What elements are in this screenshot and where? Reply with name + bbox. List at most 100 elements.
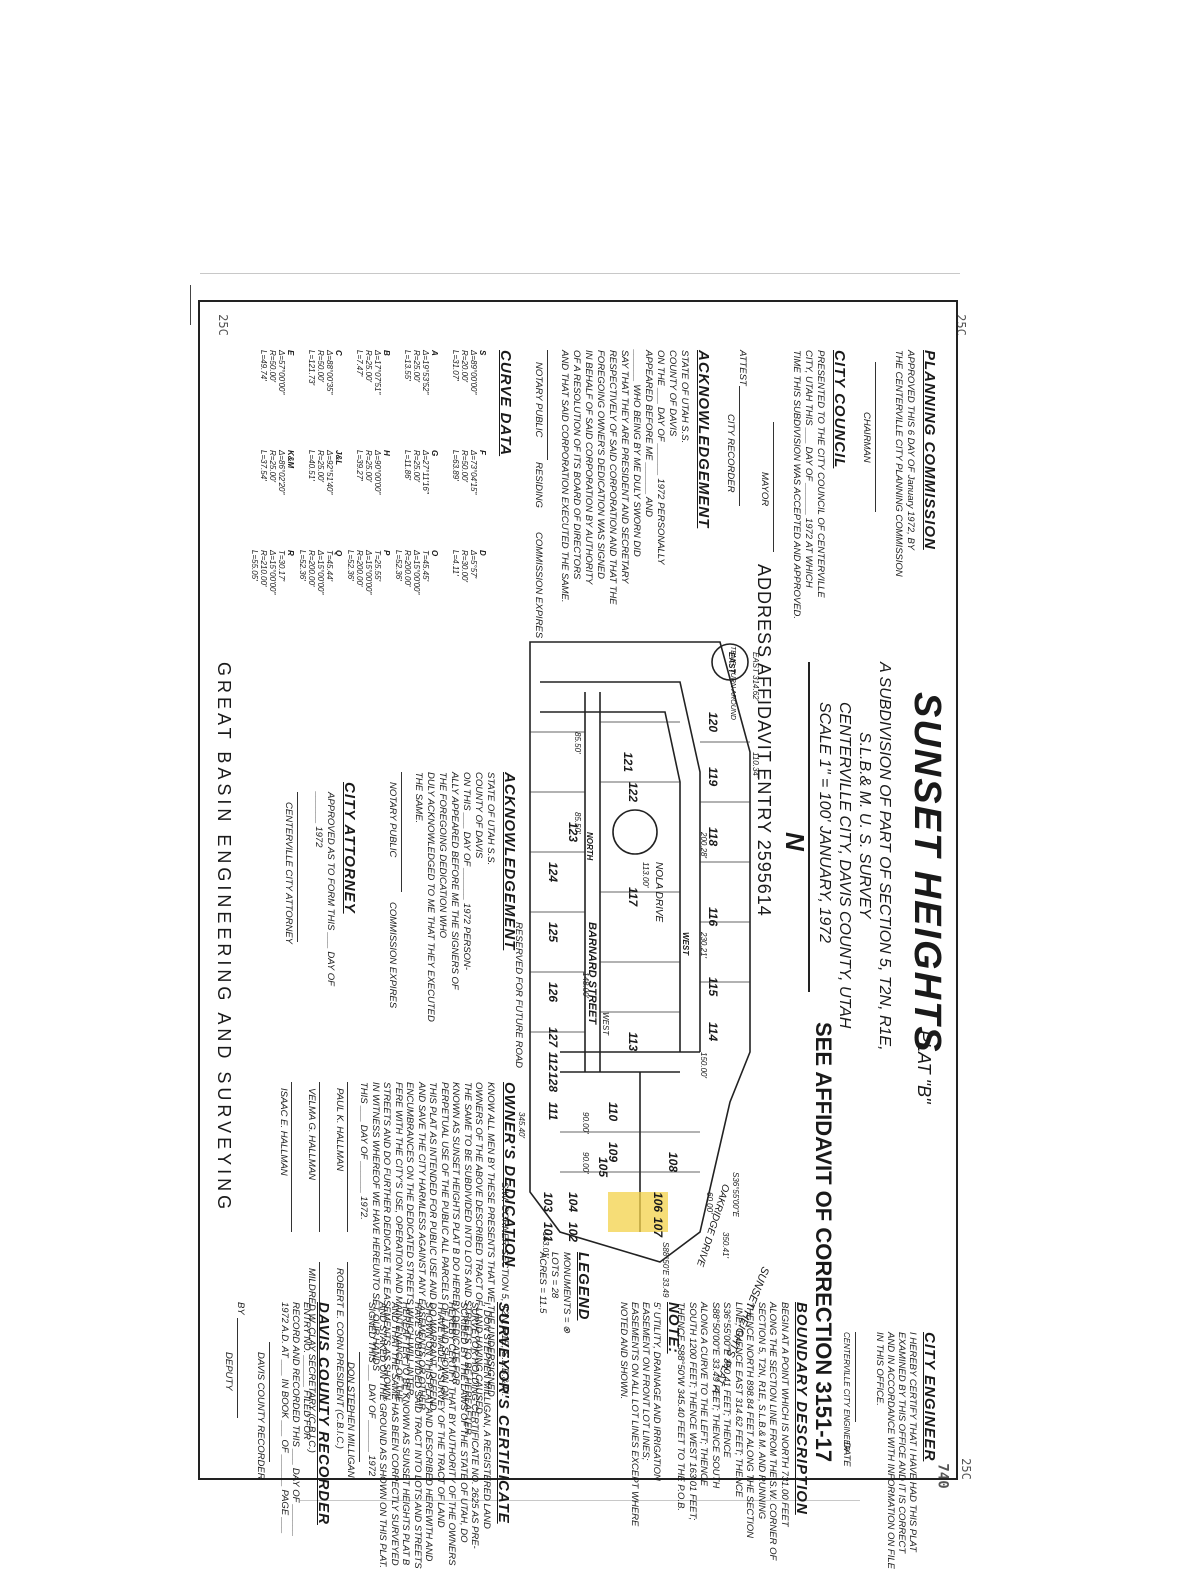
dimension-label: 200.28' <box>699 832 708 858</box>
county-recorder-signature-line <box>269 1342 270 1462</box>
county-recorder-line: 1972 A.D. AT ___ IN BOOK ___ OF ______ P… <box>279 1302 290 1534</box>
mayor-label: MAYOR <box>759 472 770 507</box>
planning-commission-signature-line <box>875 362 876 512</box>
boundary-description-line: S88°50'00"E 33.49 FEET; THENCE SOUTH <box>710 1302 721 1489</box>
note-line: EASEMENTS ON ALL LOT LINES EXCEPT WHERE <box>629 1302 640 1527</box>
acknowledgement-left-line: AND THAT SAID CORPORATION EXECUTED THE S… <box>559 350 570 603</box>
boundary-description-line: LINE; THENCE EAST 314.62 FEET; THENCE <box>733 1302 744 1498</box>
planning-commission-line-2: THE CENTERVILLE CITY PLANNING COMMISSION <box>893 350 904 577</box>
dimension-label: 345.40' <box>517 1112 526 1138</box>
county-recorder-line: RECORD AND RECORDED THIS ___ DAY OF ____… <box>290 1302 301 1537</box>
dimension-label: 230.21' <box>699 932 708 958</box>
curve-value: L=55.05' <box>250 550 259 581</box>
owner-signer-name: VELMA G. HALLMAN <box>306 1088 317 1181</box>
dimension-label: WEST <box>601 1012 610 1036</box>
dimension-label: 350.41' <box>721 1232 730 1258</box>
scan-edge-left <box>190 285 191 325</box>
curve-value: L=40.51' <box>307 450 316 481</box>
surveyor-signer: DON STEPHEN MILLIGAN <box>345 1362 356 1478</box>
acknowledgement-left-line: SAY THAT THEY ARE PRESIDENT AND SECRETAR… <box>619 350 630 584</box>
curve-value: L=49.74' <box>259 350 268 381</box>
dimension-label: 163.01' <box>541 1232 550 1258</box>
dimension-label: 150.00' <box>699 1052 708 1078</box>
mayor-signature-line <box>773 422 774 552</box>
acknowledgement-left-line: ON THE ___ DAY OF ______ 1972 PERSONALLY <box>655 350 666 565</box>
curve-data-heading: CURVE DATA <box>497 350 514 457</box>
subtitle-line-3: CENTERVILLE CITY, DAVIS COUNTY, UTAH <box>836 702 853 1029</box>
note-line: NOTED AND SHOWN. <box>618 1302 629 1400</box>
city-engineer-line: AND IN ACCORDANCE WITH INFORMATION ON FI… <box>885 1332 896 1569</box>
acknowledgement-right-line: THE SAME. <box>413 772 424 824</box>
plat-title: SUNSET HEIGHTS <box>906 692 948 1054</box>
plat-sheet: SUNSET HEIGHTS PLAT "B" A SUBDIVISION OF… <box>198 300 960 1569</box>
city-attorney-line-2: ______ 1972 <box>313 792 324 848</box>
county-recorder-line: ENTRY NO. ______ FILED FOR <box>301 1302 312 1440</box>
turnaround-circle <box>711 643 749 681</box>
acknowledgement-right-line: COUNTY OF DAVIS <box>473 772 484 859</box>
city-engineer-signature-line <box>855 1332 856 1422</box>
city-council-line-2: CITY, UTAH THIS ___ DAY OF ______ 1972 A… <box>803 350 814 588</box>
curve-value: L=4.11' <box>451 550 460 576</box>
boundary-description-heading: BOUNDARY DESCRIPTION <box>793 1302 810 1515</box>
boundary-line <box>529 641 751 1263</box>
boundary-description-line: S36°55'00"E 350.41 FEET; THENCE <box>721 1302 733 1458</box>
city-attorney-signature-line <box>297 792 298 942</box>
acknowledgement-right-line: THE FOREGOING DEDICATION WHO <box>437 772 448 939</box>
cul-de-sac <box>612 809 658 855</box>
dimension-label: 90.00' <box>581 1152 590 1174</box>
acknowledgement-right-line: STATE OF UTAH S.S. <box>485 772 496 866</box>
boundary-description-line: THENCE NORTH 898.84 FEET ALONG THE SECTI… <box>744 1302 756 1538</box>
acknowledgement-left-line: STATE OF UTAH S.S. <box>679 350 690 444</box>
dimension-label: 113.00' <box>641 862 650 888</box>
surveyors-certificate-line: HEREBY CERTIFY THAT BY AUTHORITY OF THE … <box>446 1302 458 1566</box>
acknowledgement-left-line: IN BEHALF OF SAID CORPORATION BY AUTHORI… <box>583 350 594 585</box>
plat-rotated-canvas: SUNSET HEIGHTS PLAT "B" A SUBDIVISION OF… <box>200 302 960 1569</box>
boundary-description-line: ALONG A CURVE TO THE LEFT; THENCE <box>698 1302 710 1487</box>
surveyors-certificate-line: SIGNED THIS ___ DAY OF ______ 1972 <box>366 1302 377 1477</box>
acknowledgement-right-notary: NOTARY PUBLIC <box>387 782 398 858</box>
subdivision-map <box>529 641 751 1263</box>
plat-designation: PLAT "B" <box>914 1030 934 1104</box>
note-line: EASEMENT ON FRONT LOT LINES; <box>640 1302 651 1461</box>
surveyors-certificate-line: SURVEYOR HOLDING CERTIFICATE NO. 2625 AS… <box>469 1302 481 1549</box>
planning-commission-signer: CHAIRMAN <box>861 412 872 463</box>
owner-signer-name: ISAAC E. HALLMAN <box>278 1088 289 1176</box>
city-council-heading: CITY COUNCIL <box>831 350 848 469</box>
city-engineer-line: I HEREBY CERTIFY THAT I HAVE HAD THIS PL… <box>907 1332 918 1552</box>
street-direction-label: WEST <box>681 932 690 956</box>
acknowledgement-right-line: ALLY APPEARED BEFORE ME THE SIGNERS OF <box>449 772 460 990</box>
curve-value: L=52.36' <box>394 550 403 581</box>
acknowledgement-right-expires: COMMISSION EXPIRES <box>387 902 398 1009</box>
street-direction-label: NORTH <box>585 832 594 861</box>
surveyors-certificate-line: HAVE SUBDIVIDED SAID TRACT INTO LOTS AND… <box>412 1302 423 1569</box>
scan-edge-top <box>200 273 960 274</box>
dimension-label: 110.34' <box>751 752 760 778</box>
curve-value: L=37.54' <box>259 450 268 481</box>
dimension-label: 90.00' <box>581 1112 590 1134</box>
city-engineer-line: IN THIS OFFICE. <box>874 1332 885 1406</box>
deputy-signature-line <box>237 1318 238 1418</box>
scanned-page: 25C 25C 25C 740 <box>190 273 973 1501</box>
surveyors-certificate-line: I, DON STEPHEN MILLIGAN, A REGISTERED LA… <box>481 1302 492 1529</box>
recorder-signature-line <box>739 386 740 506</box>
county-recorder-by: BY <box>235 1302 246 1315</box>
owner-signer-name: PAUL K. HALLMAN <box>334 1088 345 1172</box>
surveyors-certificate-line: SCRIBED BY THE LAWS OF THE STATE OF UTAH… <box>458 1302 469 1543</box>
county-recorder-signer: DAVIS COUNTY RECORDER <box>255 1352 266 1480</box>
subtitle-line-4: SCALE 1" = 100' JANUARY, 1972 <box>816 702 833 944</box>
acknowledgement-left-expires: COMMISSION EXPIRES <box>533 532 544 639</box>
surveyors-certificate-line: I HAVE MADE A SURVEY OF THE TRACT OF LAN… <box>435 1302 446 1528</box>
county-recorder-heading: DAVIS COUNTY RECORDER <box>315 1302 332 1525</box>
attest-label: ATTEST <box>737 350 748 386</box>
curve-value: L=7.47' <box>355 350 364 377</box>
subtitle-line-1: A SUBDIVISION OF PART OF SECTION 5, T2N,… <box>876 662 893 1051</box>
surveyors-certificate-line: SHOWN ON THIS PLAT AND DESCRIBED HEREWIT… <box>423 1302 435 1562</box>
acknowledgement-right-notary-line <box>401 772 402 892</box>
curve-value: L=39.27' <box>355 450 364 481</box>
street-direction-label: EAST <box>727 652 736 674</box>
planning-commission-line-1: APPROVED THIS 6 DAY OF January 1972, BY <box>905 350 916 551</box>
acknowledgement-right-line: DULY ACKNOWLEDGED TO ME THAT THEY EXECUT… <box>425 772 436 1022</box>
note-line: 5' UTILITY, DRAINAGE AND IRRIGATION <box>651 1302 662 1481</box>
boundary-description-line: THENCE S88°50'W 345.40 FEET TO THE P.O.B… <box>675 1302 687 1512</box>
